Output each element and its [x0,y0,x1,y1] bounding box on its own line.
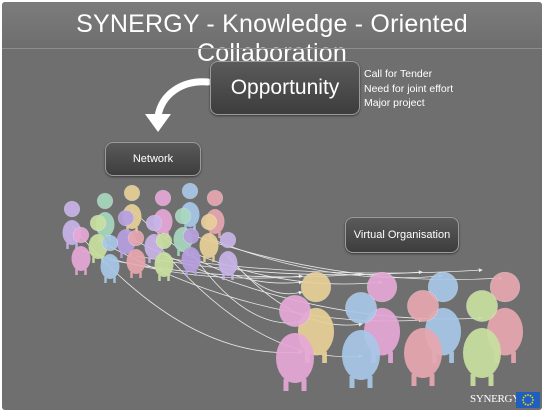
eu-star-icon [527,394,529,396]
network-people-group [62,182,238,283]
curved-arrow-head-icon [145,114,171,132]
vo-person [363,271,401,363]
synergy-logo-text: SYNERGY [470,393,520,405]
network-person [199,213,219,262]
network-person [181,227,201,276]
eu-star-icon [531,396,534,399]
eu-star-icon [527,404,529,406]
eu-star-icon [522,396,525,399]
vo-person [342,292,380,388]
connector-line [135,255,423,276]
opportunity-notes: Call for Tender Need for joint effort Ma… [364,67,453,111]
title-bar: SYNERGY - Knowledge - Oriented Collabora… [2,2,542,67]
virtual-organisation-people-group [276,271,524,391]
note-joint-effort: Need for joint effort [364,82,454,95]
virtual-organisation-box: Virtual Organisation [345,217,459,253]
network-person [153,189,173,238]
network-person [154,232,174,281]
eu-flag-icon [516,392,540,408]
connector-line [227,255,303,295]
network-person [218,231,238,280]
title-divider [2,48,542,49]
opportunity-box: Opportunity [210,61,360,115]
note-call-for-tender: Call for Tender [364,68,433,80]
eu-star-icon [524,394,527,397]
eu-star-icon [522,401,525,404]
note-major-project: Major project [364,97,425,109]
eu-star-icon [531,401,534,404]
network-box: Network [105,142,201,176]
eu-star-icon [529,403,532,406]
eu-star-icon [524,403,527,406]
connector-line [208,237,443,279]
connector-line [153,239,363,359]
eu-star-icon [532,399,534,401]
vo-person [404,290,442,386]
eu-star-icon [522,399,524,401]
network-person [126,229,146,278]
slide-title: SYNERGY - Knowledge - Oriented Collabora… [76,10,468,67]
network-person [71,226,91,275]
vo-person [463,290,501,386]
network-person [62,200,82,249]
synergy-logo: SYNERGY [470,391,540,409]
vo-person [276,295,314,391]
eu-star-icon [529,394,532,397]
curved-arrow-icon [154,78,212,120]
network-person [100,234,120,283]
